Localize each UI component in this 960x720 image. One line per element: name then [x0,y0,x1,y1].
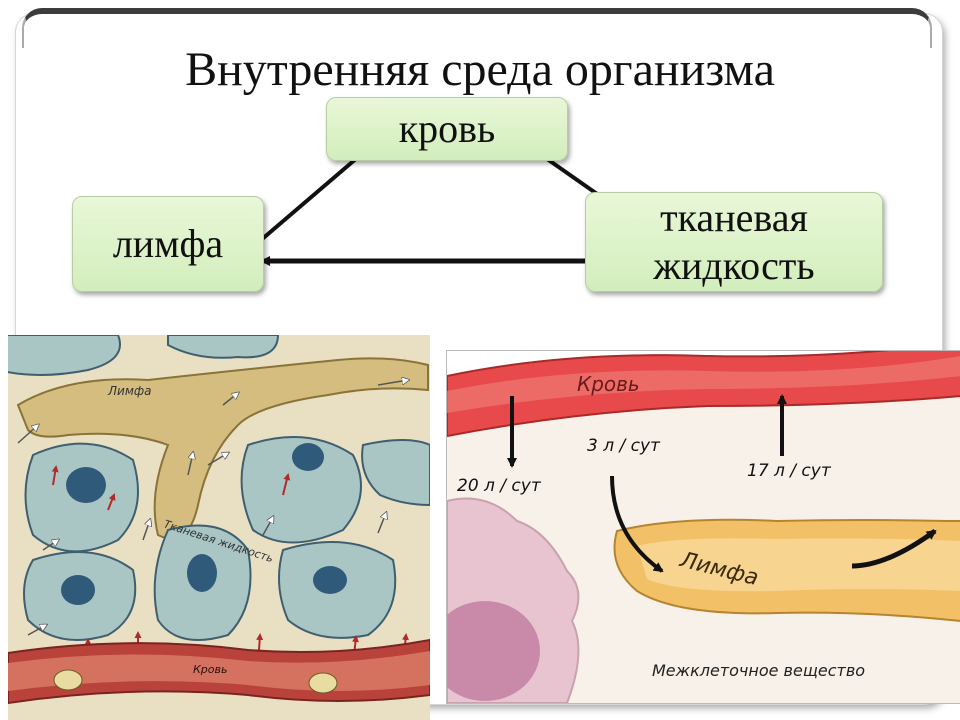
intercellular-label: Межклеточное вещество [652,661,865,680]
arrow-3-to-lymph [610,475,664,573]
node-tissue-label-line2: жидкость [653,243,815,288]
node-lymph: лимфа [72,196,264,292]
node-tissue-fluid: тканевая жидкость [585,192,883,292]
left-blood-label: Кровь [193,663,228,676]
flow-3-label: 3 л / сут [587,436,661,456]
flow-17-label: 17 л / сут [747,461,832,481]
node-lymph-label: лимфа [112,221,224,266]
slide-frame-top [22,8,932,48]
lymph-vessel [16,357,429,540]
node-tissue-label-line1: тканевая [660,195,808,240]
flow-20-label: 20 л / сут [457,476,542,496]
node-blood-label: кровь [398,106,496,151]
fluid-exchange-illustration: Кровь Лимфа 20 л / сут 3 л / сут 17 л / … [446,350,960,704]
left-lymph-label: Лимфа [107,384,152,398]
tissue-illustration: Лимфа Тканевая жидкость [8,335,430,720]
node-blood: кровь [326,97,568,161]
arrow-lymph-flow [851,528,937,569]
slide-title: Внутренняя среда организма [185,43,775,96]
right-blood-label: Кровь [577,372,640,396]
